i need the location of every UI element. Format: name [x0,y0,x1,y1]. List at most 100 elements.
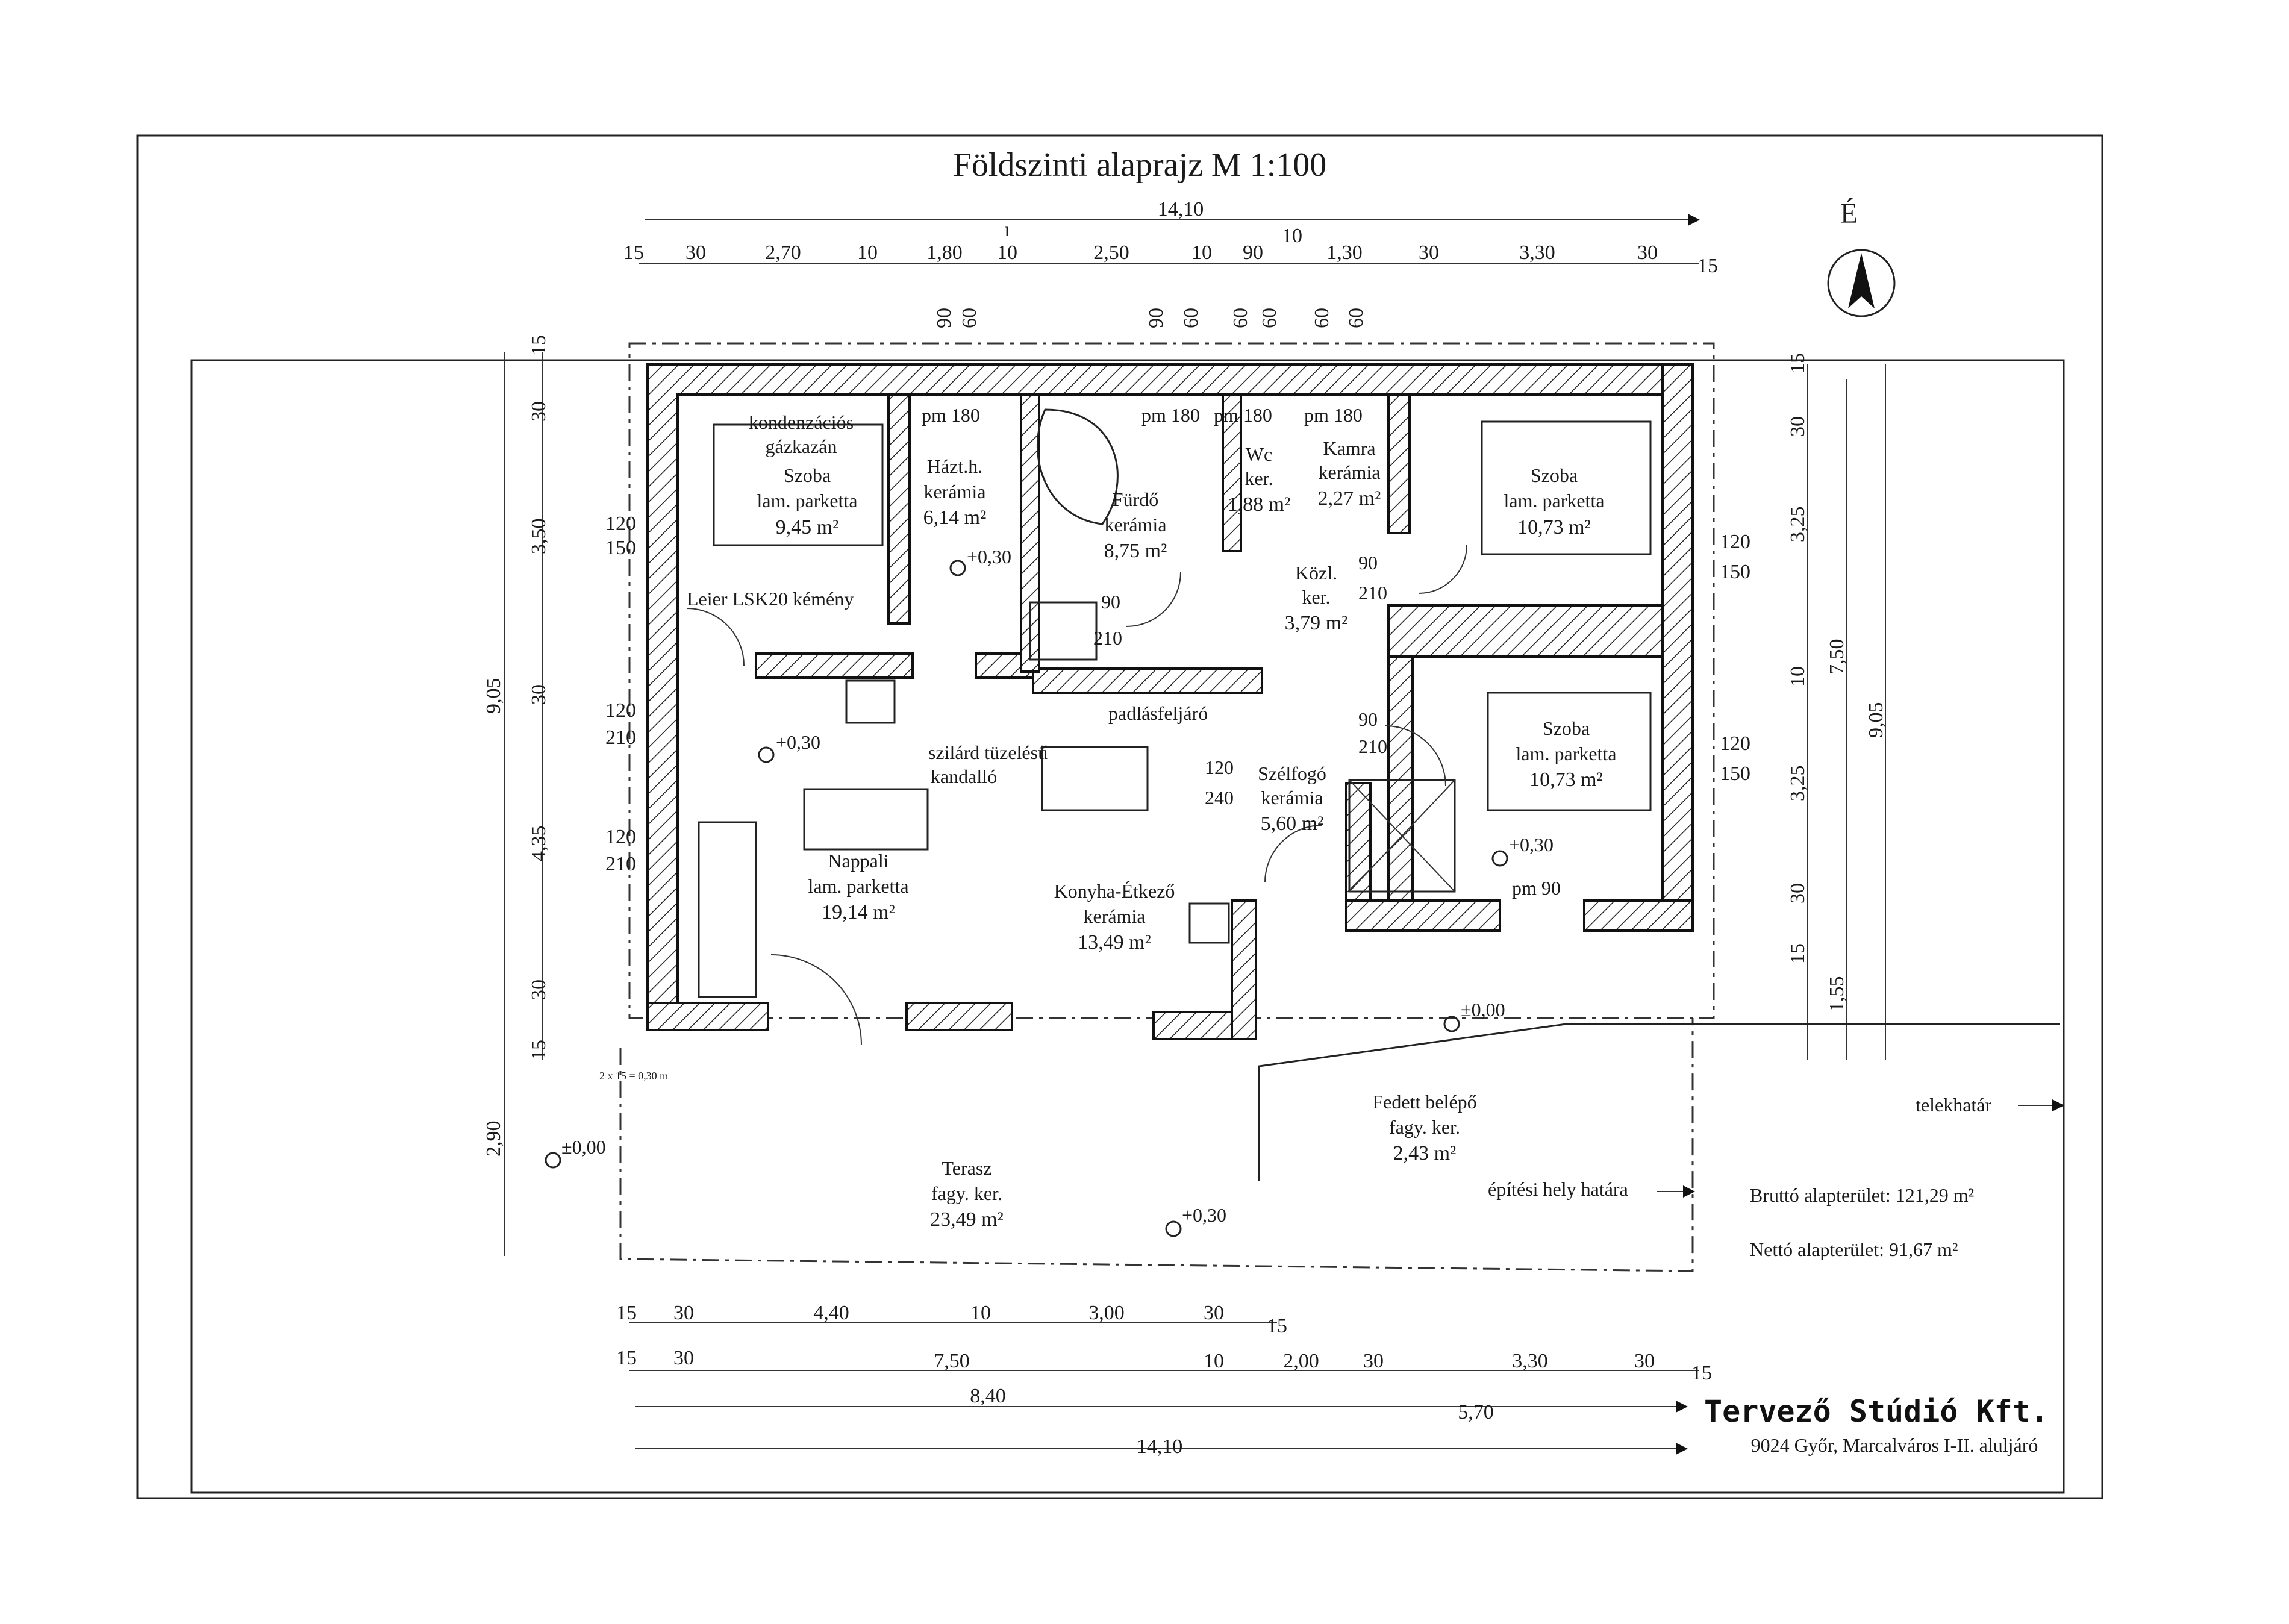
room-floor: kerámia [923,481,985,502]
right-overall-dim: 9,05 [1865,702,1887,739]
shower-icon [1029,601,1098,661]
plan-title: Földszinti alaprajz M 1:100 [953,146,1327,184]
bed-icon [713,423,884,546]
bottom-dim: 30 [673,1302,694,1324]
room-wc: Wc ker. 1,88 m² [1228,443,1291,516]
room-area: 1,88 m² [1228,493,1291,516]
bottom-dim: 15 [616,1302,637,1324]
door-mark: 60 [1229,308,1252,328]
bottom-dimensions: 15 30 4,40 10 3,00 30 15 15 30 7,50 10 2… [616,1302,1712,1458]
right-dim: 30 [1787,883,1809,904]
bottom-dim: 30 [1204,1302,1224,1324]
right-lower-dim: 1,55 [1826,976,1848,1013]
north-needle-icon [1848,253,1875,308]
building-zone-outline [619,1018,1694,1272]
room-floor: kerámia [1261,787,1323,808]
room-name: Házt.h. [927,455,982,477]
bottom-dim: 30 [1634,1350,1655,1372]
site-boundary-label: telekhatár [1916,1094,1991,1116]
level-mark: +0,30 [1182,1204,1226,1226]
room-floor: fagy. ker. [931,1182,1002,1204]
room-name: Konyha-Étkező [1054,880,1175,902]
door-mark: 60 [1258,308,1281,328]
plan-notes: kondenzációs gázkazán Leier LSK20 kémény… [599,411,2064,1200]
bottom-dim: 10 [1204,1350,1224,1372]
left-dim: 3,50 [528,519,550,555]
top-dim: 90 [1243,242,1263,264]
left-dim: 30 [528,401,550,422]
bathtub-icon [1036,408,1119,525]
top-overall-dim: 14,10 [1158,198,1204,220]
bottom-dim: 3,30 [1512,1350,1548,1372]
room-area: 23,49 m² [930,1208,1004,1231]
right-dim: 15 [1787,353,1809,373]
left-dim: 30 [528,979,550,1000]
room-name: Szélfogó [1258,763,1326,784]
room-area: 2,43 m² [1393,1142,1457,1164]
left-dimensions: 15 30 3,50 30 4,35 30 15 9,05 2,90 [482,335,550,1256]
walls [646,363,1694,1040]
room-area: 10,73 m² [1529,769,1603,791]
room-name: Fürdő [1113,489,1158,510]
opening-labels: pm 180 pm 180 pm 180 pm 180 pm 90 90 210… [922,404,1561,899]
chimney-note: Leier LSK20 kémény [687,588,854,610]
stair-icon [1348,779,1456,893]
room-floor: ker. [1244,467,1273,489]
room-konyha-etkezo: Konyha-Étkező kerámia 13,49 m² [1054,880,1175,954]
room-floor: lam. parketta [757,490,857,511]
level-markers: +0,30 +0,30 +0,30 +0,30 ±0,00 ±0,00 [545,546,1554,1237]
right-dim: 15 [1787,943,1809,964]
bottom-dim: 15 [616,1347,637,1369]
room-name: Közl. [1295,562,1337,584]
opening-label: pm 180 [1214,404,1272,426]
room-area: 8,75 m² [1104,540,1167,562]
sofa-icon [803,788,929,851]
window-height: 150 [1720,763,1750,785]
left-dim: 4,35 [528,826,550,862]
top-dim: 10 [857,242,878,264]
room-floor: fagy. ker. [1389,1116,1460,1138]
opening-label: 90 [1358,708,1378,730]
top-dim: 3,30 [1519,242,1555,264]
top-dim: 30 [1419,242,1439,264]
door-mark: 90 [1145,308,1167,328]
sofa-icon [698,821,757,998]
room-area: 2,27 m² [1318,487,1381,510]
top-dim: 2,70 [765,242,801,264]
door-mark: 90 [933,308,955,328]
room-nappali: Nappali lam. parketta 19,14 m² [808,850,908,923]
window-marks-left: 120 150 120 210 120 210 [605,513,636,875]
window-width: 120 [1720,531,1750,553]
top-dim: 1,80 [926,242,963,264]
top-dim: 10 [997,242,1017,264]
top-dim: 30 [1637,242,1658,264]
fixtures [698,408,1652,998]
right-dim: 3,25 [1787,507,1809,543]
top-dim: 15 [1697,255,1718,277]
opening-label: 210 [1358,735,1387,757]
room-kamra: Kamra kerámia 2,27 m² [1318,437,1381,510]
bottom-dim: 3,00 [1088,1302,1125,1324]
room-area: 3,79 m² [1285,612,1348,634]
top-tick-mark: ı [1004,219,1010,241]
room-area: 5,60 m² [1261,813,1324,835]
left-dim: 15 [528,1040,550,1060]
room-floor: kerámia [1104,514,1166,536]
dining-table-icon [1041,746,1149,811]
room-szelfogo: Szélfogó kerámia 5,60 m² [1258,763,1326,835]
top-dim: 2,50 [1093,242,1129,264]
north-arrow: É [1827,198,1896,317]
room-terasz: Terasz fagy. ker. 23,49 m² [930,1157,1004,1231]
top-dim: 30 [685,242,706,264]
room-name: Terasz [942,1157,991,1179]
room-name: Kamra [1323,437,1375,459]
right-sub-dim: 7,50 [1826,639,1848,675]
top-dimensions: 14,10 10 ı 15 30 2,70 10 1,80 10 2,50 10… [623,198,1718,277]
bottom-dim: 4,40 [813,1302,849,1324]
level-mark: +0,30 [1509,834,1554,855]
opening-label: 240 [1205,787,1234,808]
door-mark: 60 [1311,308,1333,328]
room-name: Szoba [784,464,831,486]
window-height: 150 [605,537,636,559]
